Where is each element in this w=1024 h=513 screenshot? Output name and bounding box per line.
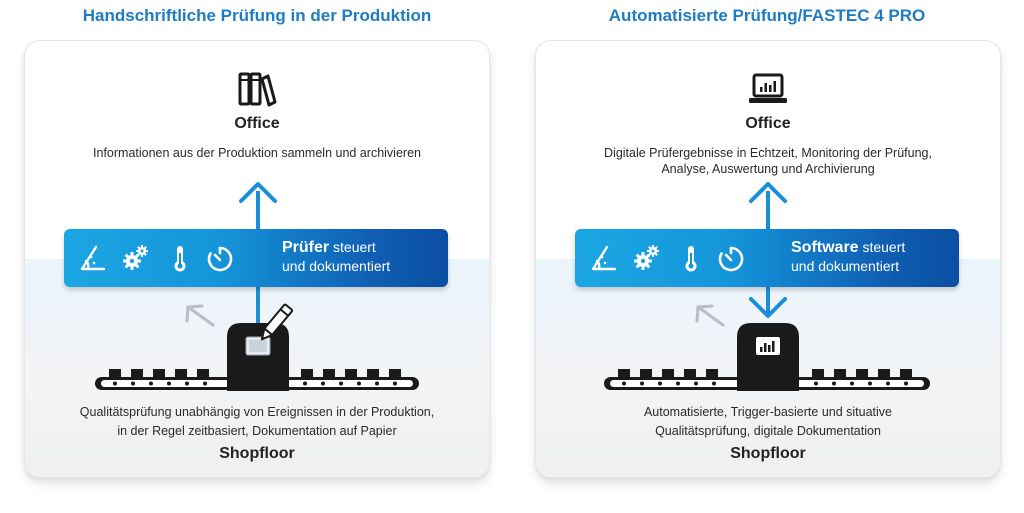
control-band: Prüfer steuert und dokumentiert [64,229,448,287]
gears-icon [634,245,659,270]
shopfloor-description: Automatisierte, Trigger-basierte und sit… [546,403,990,441]
office-description: Digitale Prüfergebnisse in Echtzeit, Mon… [556,145,980,177]
shopfloor-title: Shopfloor [219,445,295,462]
office-desc-line-2: Analyse, Auswertung und Archivierung [661,162,875,176]
office-description: Informationen aus der Produktion sammeln… [93,146,421,160]
right-heading: Automatisierte Prüfung/FASTEC 4 PRO [608,6,926,25]
thermometer-icon [685,246,697,272]
office-title: Office [745,115,791,132]
inspection-device [737,323,799,391]
band-text: Software steuert und dokumentiert [791,238,961,276]
shop-line-2: in der Regel zeitbasiert, Dokumentation … [117,424,397,438]
shopfloor-description: Qualitätsprüfung unabhängig von Ereignis… [35,403,479,441]
band-rest: steuert [858,239,906,255]
band-rest: steuert [329,239,376,255]
office-title: Office [234,115,280,132]
down-arrow-icon [749,287,787,318]
gears-icon [123,245,148,270]
feedback-arrow-icon [695,304,725,327]
feedback-arrow-icon [185,304,215,327]
inspection-device [227,323,289,391]
up-arrow-icon [749,182,787,229]
left-flow-graphics [95,182,419,391]
pencil-icon [260,303,294,341]
control-band: Software steuert und dokumentiert [575,229,959,287]
band-line2: und dokumentiert [791,258,900,274]
angle-measure-icon [591,245,617,271]
left-card: Office Informationen aus der Produktion … [24,40,490,478]
band-text: Prüfer steuert und dokumentiert [282,238,448,276]
laptop-chart-icon [749,73,787,103]
right-card: Office Digitale Prüfergebnisse in Echtze… [535,40,1001,478]
shop-line-2: Qualitätsprüfung, digitale Dokumentation [655,424,881,438]
angle-measure-icon [80,245,106,271]
shop-line-1: Qualitätsprüfung unabhängig von Ereignis… [79,405,435,419]
books-icon [238,72,277,107]
shopfloor-title: Shopfloor [730,445,806,462]
timer-icon [207,246,233,272]
right-flow-graphics [604,182,930,391]
band-line2: und dokumentiert [282,258,391,274]
conveyor-belt [95,369,419,390]
left-heading: Handschriftliche Prüfung in der Produkti… [82,6,432,25]
office-desc-line-1: Digitale Prüfergebnisse in Echtzeit, Mon… [604,146,932,160]
band-bold: Software [791,239,859,256]
chart-icon [760,341,775,352]
thermometer-icon [174,246,186,272]
band-bold: Prüfer [282,239,330,256]
timer-icon [718,246,744,272]
shop-line-1: Automatisierte, Trigger-basierte und sit… [643,405,893,419]
